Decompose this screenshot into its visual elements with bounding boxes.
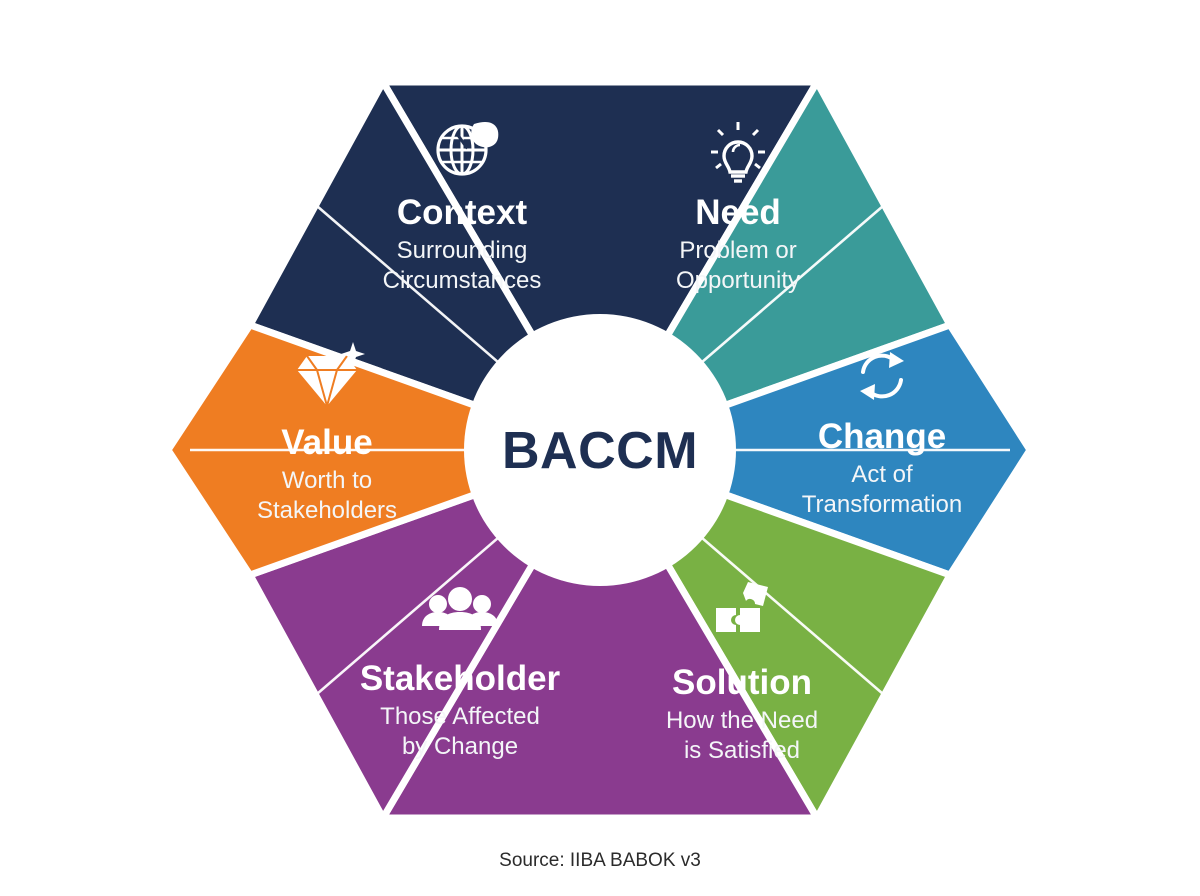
context-content: Context Surrounding Circumstances (383, 121, 542, 294)
segment-value-sub1: Worth to (282, 467, 372, 494)
segment-stakeholder-title: Stakeholder (360, 659, 561, 698)
segment-solution-sub2: is Satisfied (684, 737, 800, 764)
segment-need-title: Need (695, 193, 781, 232)
refresh-cycle-icon (860, 352, 904, 400)
need-content: Need Problem or Opportunity (676, 122, 800, 294)
segment-need-sub1: Problem or (679, 237, 796, 264)
solution-content: Solution How the Need is Satisfied (666, 582, 818, 764)
puzzle-pieces-icon (716, 582, 768, 632)
stakeholder-content: Stakeholder Those Affected by Change (360, 587, 561, 760)
segment-change-sub1: Act of (851, 461, 913, 488)
source-caption: Source: IIBA BABOK v3 (499, 850, 701, 871)
center-circle (464, 314, 736, 586)
segment-need-sub2: Opportunity (676, 267, 800, 294)
segment-stakeholder-sub2: by Change (402, 733, 518, 760)
segment-context-sub1: Surrounding (397, 237, 528, 264)
globe-leaf-icon (436, 121, 499, 176)
segment-stakeholder-sub1: Those Affected (380, 703, 540, 730)
segment-solution-title: Solution (672, 663, 812, 702)
segment-context-sub2: Circumstances (383, 267, 542, 294)
segment-value-title: Value (281, 423, 372, 462)
change-content: Change Act of Transformation (802, 352, 963, 518)
lightbulb-icon (711, 122, 765, 183)
value-content: Value Worth to Stakeholders (257, 342, 397, 524)
segment-solution-sub1: How the Need (666, 707, 818, 734)
center-label: BACCM (502, 422, 698, 480)
diamond-gem-icon (297, 342, 365, 410)
people-group-icon (422, 587, 498, 630)
segment-context-title: Context (397, 193, 528, 232)
segment-value-sub2: Stakeholders (257, 497, 397, 524)
segment-change-title: Change (818, 417, 946, 456)
segment-change-sub2: Transformation (802, 491, 963, 518)
